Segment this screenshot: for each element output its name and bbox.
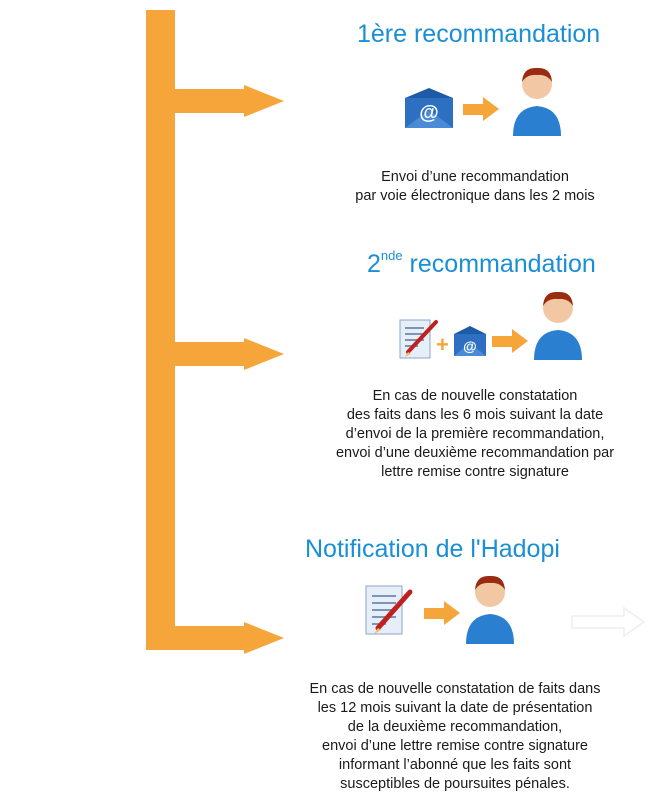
step1-description-line: Envoi d’une recommandation — [381, 169, 569, 185]
svg-text:@: @ — [419, 102, 439, 124]
step2-description: En cas de nouvelle constatation des fait… — [300, 387, 650, 482]
step3-description-line: de la deuxième recommandation, — [347, 719, 563, 735]
step3-description-line: envoi d’une lettre remise contre signatu… — [322, 738, 588, 754]
timeline-branch-arrow-3 — [170, 622, 284, 654]
document-pen-icon — [365, 585, 413, 635]
step2-description-line: des faits dans les 6 mois suivant la dat… — [346, 407, 604, 423]
step2-title-superscript: nde — [380, 248, 403, 263]
timeline-vertical-bar — [146, 10, 175, 650]
step2-title-text: recommandation — [402, 250, 596, 278]
step2-description-line: lettre remise contre signature — [381, 464, 569, 480]
arrow-right-icon — [463, 97, 499, 121]
person-icon — [513, 67, 561, 136]
step3-title: Notification de l'Hadopi — [305, 535, 560, 563]
person-icon — [466, 575, 514, 644]
faint-arrow-outline — [571, 606, 646, 638]
step1-description: Envoi d’une recommandation par voie élec… — [300, 168, 650, 206]
person-icon — [534, 291, 582, 360]
arrow-right-icon — [492, 329, 528, 353]
step2-description-line: d’envoi de la première recommandation, — [345, 426, 605, 442]
step1-description-line: par voie électronique dans les 2 mois — [355, 188, 595, 204]
step2-description-line: envoi d’une deuxième recommandation par — [335, 445, 615, 461]
step2-icons: + @ — [399, 291, 582, 360]
email-envelope-icon: @ — [454, 326, 486, 356]
step3-description-line: susceptibles de poursuites pénales. — [340, 776, 570, 792]
step1-icons: @ — [405, 67, 561, 136]
step3-icons — [365, 575, 514, 644]
step3-description-line: informant l’abonné que les faits sont — [338, 757, 572, 773]
document-pen-icon — [399, 319, 438, 359]
step2-description-line: En cas de nouvelle constatation — [372, 388, 578, 404]
svg-text:@: @ — [463, 338, 477, 354]
arrow-right-icon — [424, 601, 460, 625]
step2-title: 2nde recommandation — [367, 248, 596, 279]
timeline-branch-arrow-2 — [170, 338, 284, 370]
step3-description-line: les 12 mois suivant la date de présentat… — [317, 700, 593, 716]
step3-description: En cas de nouvelle constatation de faits… — [270, 680, 640, 794]
step2-title-number: 2 — [367, 250, 381, 278]
step3-description-line: En cas de nouvelle constatation de faits… — [309, 681, 601, 697]
email-envelope-icon: @ — [405, 88, 453, 128]
timeline-branch-arrow-1 — [170, 85, 284, 117]
plus-icon: + — [436, 332, 449, 357]
step1-title: 1ère recommandation — [357, 20, 601, 48]
